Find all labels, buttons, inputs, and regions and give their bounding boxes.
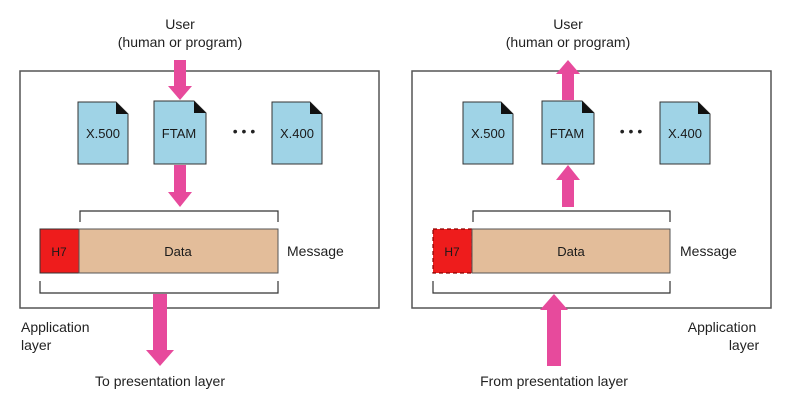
right-header-h7-label: H7 [444, 245, 460, 259]
left-data-block [78, 228, 279, 274]
right-arrow-from-presentation [540, 294, 568, 366]
left-bottom-bracket [39, 281, 279, 294]
right-doc-x500: X.500 [462, 101, 514, 165]
left-user-sublabel: (human or program) [118, 34, 243, 50]
right-arrow-data-to-ftam [556, 165, 580, 207]
right-top-bracket [472, 210, 671, 222]
left-ellipsis: • • • [233, 123, 256, 139]
right-panel: User (human or program) X.500 FTAM • • •… [411, 16, 772, 389]
left-arrow-ftam-to-data [168, 165, 192, 207]
right-user-sublabel: (human or program) [506, 34, 631, 50]
right-doc-x500-label: X.500 [471, 126, 505, 141]
right-doc-ftam-label: FTAM [550, 126, 584, 141]
left-message-label: Message [287, 243, 344, 259]
right-doc-x400-label: X.400 [668, 126, 702, 141]
right-ellipsis: • • • [620, 123, 643, 139]
left-application-layer-label: Application [21, 319, 90, 335]
left-doc-x500-label: X.500 [86, 126, 120, 141]
left-header-h7-label: H7 [51, 245, 67, 259]
left-doc-ftam-label: FTAM [162, 126, 196, 141]
left-panel: User (human or program) X.500 FTAM • • •… [19, 16, 380, 389]
left-header-h7 [39, 228, 80, 274]
left-doc-ftam: FTAM [153, 100, 207, 165]
right-arrow-ftam-to-user [556, 60, 580, 100]
left-top-bracket [79, 210, 279, 222]
right-from-presentation-label: From presentation layer [480, 373, 628, 389]
left-to-presentation-label: To presentation layer [95, 373, 225, 389]
right-message-label: Message [680, 243, 737, 259]
right-doc-ftam: FTAM [541, 100, 595, 165]
right-header-h7 [432, 228, 473, 274]
left-arrow-to-presentation [146, 294, 174, 366]
right-data-block [471, 228, 671, 274]
left-doc-x400: X.400 [271, 101, 323, 165]
left-application-layer-sublabel: layer [21, 337, 52, 353]
right-application-layer-sublabel: layer [729, 337, 760, 353]
left-doc-x500: X.500 [77, 101, 129, 165]
left-data-label: Data [164, 244, 192, 259]
left-arrow-user-to-ftam [168, 60, 192, 100]
left-user-label: User [165, 16, 195, 32]
right-bottom-bracket [432, 281, 671, 294]
left-doc-x400-label: X.400 [280, 126, 314, 141]
right-doc-x400: X.400 [659, 101, 711, 165]
right-user-label: User [553, 16, 583, 32]
right-data-label: Data [557, 244, 585, 259]
right-application-layer-label: Application [688, 319, 757, 335]
